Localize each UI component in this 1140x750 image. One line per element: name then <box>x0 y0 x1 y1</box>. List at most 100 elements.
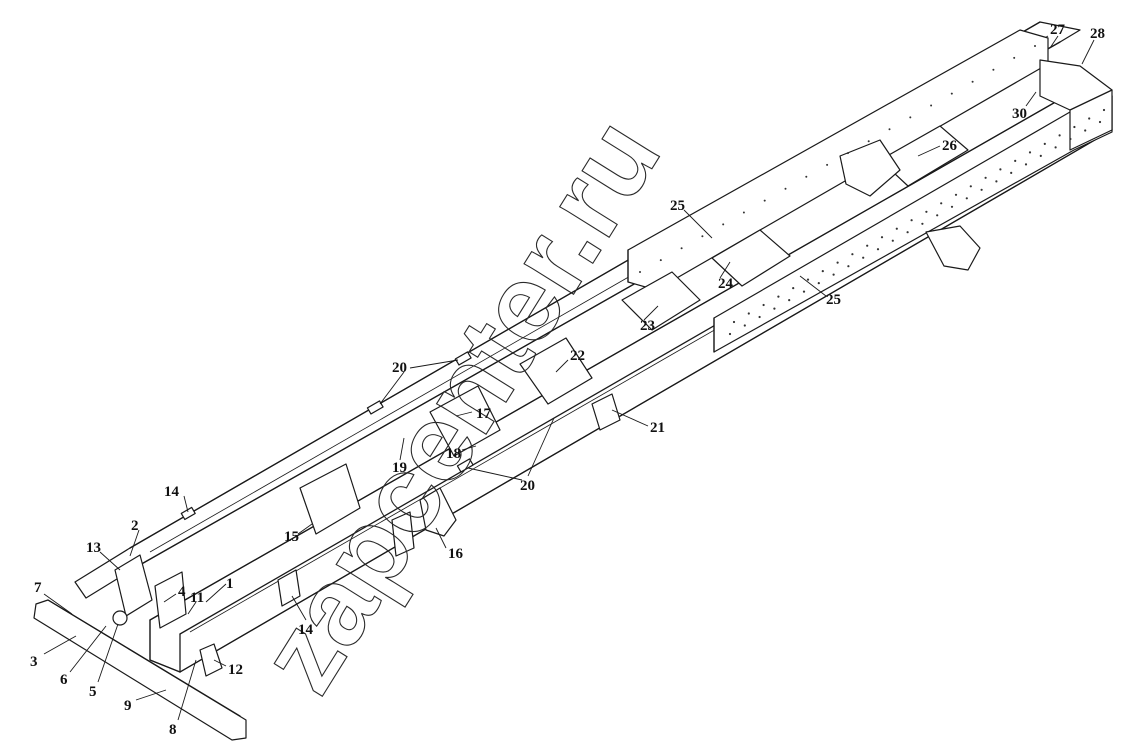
rivet-hole <box>836 261 839 264</box>
rivet-hole <box>1013 56 1016 59</box>
callout-6: 6 <box>60 672 68 688</box>
leader-19 <box>399 437 405 461</box>
rivet-hole <box>1024 163 1028 166</box>
callout-11: 11 <box>190 590 204 606</box>
rivet-hole <box>763 199 766 202</box>
leader-20a-1 <box>379 371 405 405</box>
chassis-frame-drawing <box>33 21 1113 741</box>
callout-4: 4 <box>178 584 186 600</box>
rivet-hole <box>788 299 791 302</box>
callout-22: 22 <box>570 348 585 364</box>
rivet-hole <box>980 188 983 191</box>
leader-14a <box>183 495 189 513</box>
callout-20b: 20 <box>520 478 535 494</box>
leader-24 <box>719 261 731 279</box>
rivet-hole <box>802 290 806 293</box>
leader-30 <box>1025 91 1037 107</box>
leader-14b <box>291 595 307 621</box>
rivet-hole <box>866 244 869 247</box>
rivet-hole <box>1014 159 1017 162</box>
rivet-hole <box>971 80 974 83</box>
rivet-hole <box>1054 146 1057 149</box>
callout-14a: 14 <box>164 484 180 500</box>
callout-25b: 25 <box>826 292 841 308</box>
rivet-hole <box>876 248 880 251</box>
callout-27: 27 <box>1050 22 1066 38</box>
rivet-hole <box>680 247 683 250</box>
rivet-hole <box>909 116 912 119</box>
rivet-hole <box>847 265 850 268</box>
callout-9: 9 <box>124 698 132 714</box>
leader-15 <box>297 523 313 535</box>
rivet-hole <box>851 253 854 256</box>
spring-brackets <box>391 139 981 557</box>
callout-20a: 20 <box>392 360 407 376</box>
leader-16 <box>435 527 447 549</box>
callout-3: 3 <box>30 654 38 670</box>
rivet-hole <box>950 205 954 208</box>
rivet-hole <box>1073 125 1076 129</box>
callout-30: 30 <box>1012 106 1027 122</box>
callout-24: 24 <box>718 276 734 292</box>
rivet-hole <box>826 163 829 166</box>
rivet-hole <box>930 104 933 107</box>
leader-11 <box>187 601 197 615</box>
rivet-hole <box>950 92 953 95</box>
rivet-hole <box>1034 45 1036 47</box>
rivet-hole <box>940 202 943 205</box>
leader-6 <box>69 625 107 673</box>
callout-21: 21 <box>650 420 665 436</box>
callout-25a: 25 <box>670 198 685 214</box>
callout-1: 1 <box>226 576 234 592</box>
rivet-hole <box>805 175 808 178</box>
rivet-hole <box>639 271 641 273</box>
callout-13: 13 <box>86 540 101 556</box>
leader-28 <box>1081 39 1095 65</box>
rivet-hole <box>773 307 776 310</box>
leader-4 <box>163 593 177 603</box>
leader-7 <box>43 593 73 615</box>
rivet-hole <box>777 295 780 298</box>
callout-17: 17 <box>476 406 492 422</box>
leader-23 <box>643 305 659 321</box>
leader-8 <box>177 659 197 721</box>
rivet-hole <box>862 256 865 259</box>
rivet-hole <box>659 259 662 262</box>
flange-plates <box>180 351 474 521</box>
rivet-hole <box>880 236 884 239</box>
callout-19: 19 <box>392 460 407 476</box>
leader-21 <box>611 409 649 427</box>
rivet-hole <box>965 197 968 200</box>
rivet-hole <box>792 287 795 290</box>
rivet-hole <box>888 128 891 131</box>
rivet-hole <box>895 227 898 230</box>
callout-2: 2 <box>131 518 139 534</box>
rivet-hole <box>732 320 736 324</box>
leader-13 <box>99 551 121 571</box>
rivet-hole <box>1102 108 1106 112</box>
rivet-hole <box>906 231 909 234</box>
leader-5 <box>97 623 119 683</box>
rivet-hole <box>806 278 810 281</box>
rivet-hole <box>867 140 870 143</box>
rivet-hole <box>1010 171 1013 174</box>
leader-12 <box>213 659 227 667</box>
front-bracket-group <box>112 554 301 677</box>
leader-20a-2 <box>409 359 459 369</box>
leader-9 <box>135 689 167 701</box>
callout-8: 8 <box>169 722 177 738</box>
rivet-hole <box>1043 142 1046 145</box>
leader-lines <box>43 35 1095 721</box>
rivet-hole <box>846 152 849 155</box>
rivet-hole <box>743 324 746 327</box>
rivet-hole <box>832 273 835 276</box>
callout-14b: 14 <box>298 622 314 638</box>
rivet-hole <box>758 315 761 319</box>
rivet-hole <box>1028 151 1032 154</box>
rivet-hole <box>910 219 913 222</box>
rivet-hole <box>992 68 995 71</box>
rivet-hole <box>954 193 958 196</box>
rivet-hole <box>891 239 894 242</box>
rivet-hole <box>701 235 704 238</box>
